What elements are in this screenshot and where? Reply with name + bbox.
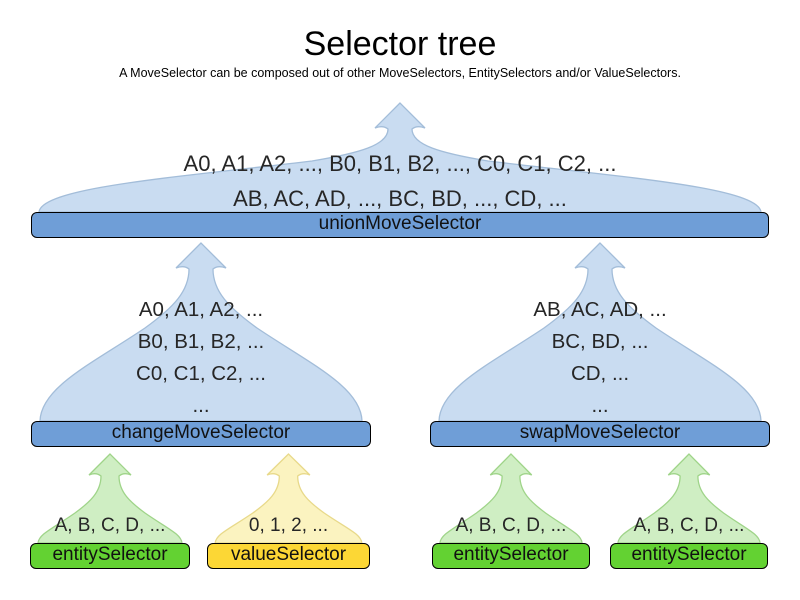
upward-arrow-cloud-icon [438,242,762,421]
upward-arrow-cloud-icon [39,242,363,421]
upward-arrow-cloud-icon [617,453,761,543]
swap-items-line-2: BC, BD, ... [551,330,649,353]
swap-items-line-4: ... [591,394,609,417]
change-items-line-1: A0, A1, A2, ... [138,298,264,321]
entity-selector-1-items: A, B, C, D, ... [30,514,190,538]
entity-selector-1-bar: entitySelector [30,543,190,569]
upward-arrow-cloud-icon [38,102,762,212]
change-items-line-4: ... [192,394,210,417]
entity-selector-2-cloud-shape [439,453,583,543]
value-selector-cloud-shape [214,453,363,543]
entity-selector-1-cloud-shape [37,453,183,543]
union-items-line-2: AB, AC, AD, ..., BC, BD, ..., CD, ... [233,186,567,211]
union-move-selector-items: A0, A1, A2, ..., B0, B1, B2, ..., C0, C1… [30,146,770,216]
union-move-selector-cloud-shape [38,102,762,212]
change-items-line-3: C0, C1, C2, ... [136,362,266,385]
entity-1-items-line: A, B, C, D, ... [54,515,166,536]
value-selector-bar: valueSelector [207,543,370,569]
entity-3-items-line: A, B, C, D, ... [633,515,745,536]
swap-move-selector-items: AB, AC, AD, ... BC, BD, ... CD, ... ... [430,294,770,422]
entity-2-items-line: A, B, C, D, ... [455,515,567,536]
swap-move-selector-bar: swapMoveSelector [430,421,770,447]
page-title: Selector tree [303,25,497,63]
union-move-selector-bar: unionMoveSelector [31,212,769,238]
page-subtitle: A MoveSelector can be composed out of ot… [119,66,681,80]
change-move-selector-bar: changeMoveSelector [31,421,371,447]
change-move-selector-items: A0, A1, A2, ... B0, B1, B2, ... C0, C1, … [31,294,371,422]
entity-selector-2-items: A, B, C, D, ... [432,514,590,538]
change-items-line-2: B0, B1, B2, ... [137,330,265,353]
swap-move-selector-cloud-shape [438,242,762,421]
value-items-line: 0, 1, 2, ... [248,515,329,536]
entity-selector-2-bar: entitySelector [432,543,590,569]
union-items-line-1: A0, A1, A2, ..., B0, B1, B2, ..., C0, C1… [183,151,617,176]
swap-items-line-3: CD, ... [570,362,630,385]
upward-arrow-cloud-icon [214,453,363,543]
change-move-selector-cloud-shape [39,242,363,421]
entity-selector-3-items: A, B, C, D, ... [610,514,768,538]
swap-items-line-1: AB, AC, AD, ... [533,298,667,321]
entity-selector-3-bar: entitySelector [610,543,768,569]
upward-arrow-cloud-icon [439,453,583,543]
value-selector-items: 0, 1, 2, ... [207,514,370,538]
entity-selector-3-cloud-shape [617,453,761,543]
upward-arrow-cloud-icon [37,453,183,543]
